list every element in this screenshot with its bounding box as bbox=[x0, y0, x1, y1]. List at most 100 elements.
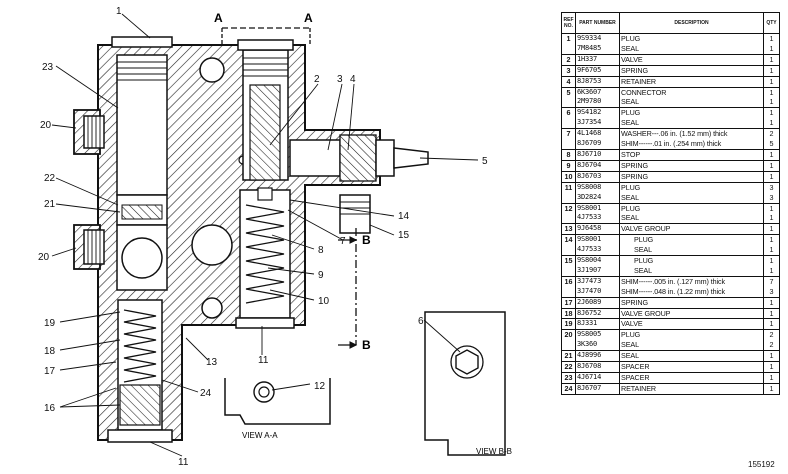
callout-6: 6 bbox=[418, 316, 424, 327]
description-cell: RETAINER bbox=[619, 382, 764, 395]
description-cell: CONNECTOR bbox=[619, 86, 764, 98]
description-cell: SEAL bbox=[619, 213, 764, 224]
ref-cell bbox=[561, 265, 576, 277]
part-number-cell: 4J6714 bbox=[575, 372, 620, 384]
description-cell: SEAL bbox=[619, 340, 764, 351]
description-cell: SEAL bbox=[619, 192, 764, 203]
part-number-cell: 8J6707 bbox=[575, 382, 620, 395]
qty-cell: 3 bbox=[763, 192, 780, 203]
view-a-a-sketch bbox=[224, 378, 331, 425]
description-cell: PLUG bbox=[619, 329, 764, 341]
callout-17: 17 bbox=[44, 366, 56, 377]
callout-4: 4 bbox=[350, 74, 356, 85]
description-cell: STOP bbox=[619, 148, 764, 161]
description-cell: SEAL bbox=[619, 43, 764, 55]
description-cell: SEAL bbox=[619, 97, 764, 108]
description-cell: PLUG bbox=[619, 107, 764, 119]
ref-cell bbox=[561, 192, 576, 203]
callout-1: 1 bbox=[116, 6, 122, 17]
qty-cell: 1 bbox=[763, 53, 780, 66]
ref-cell: 7 bbox=[561, 128, 576, 140]
ref-cell: 6 bbox=[561, 107, 576, 119]
part-number-cell: 8J8753 bbox=[575, 75, 620, 88]
qty-cell: 1 bbox=[763, 234, 780, 246]
callout-15: 15 bbox=[398, 230, 410, 241]
description-cell: SEAL bbox=[619, 350, 764, 362]
callout-11: 11 bbox=[178, 457, 189, 468]
ref-cell: 10 bbox=[561, 170, 576, 183]
qty-cell: 1 bbox=[763, 318, 780, 330]
part-number-cell: 7M8485 bbox=[575, 43, 620, 55]
description-cell: WASHER---.06 in. (1.52 mm) thick bbox=[619, 128, 764, 140]
ref-cell: 1 bbox=[561, 32, 576, 44]
description-cell: VALVE bbox=[619, 53, 764, 66]
part-number-cell: 9S8001 bbox=[575, 234, 620, 246]
part-number-cell: 4J7533 bbox=[575, 213, 620, 224]
description-cell: SPRING bbox=[619, 159, 764, 172]
col-part-number: PART NUMBER bbox=[575, 12, 620, 34]
ref-cell: 24 bbox=[561, 382, 576, 395]
part-number-cell: 9S9334 bbox=[575, 32, 620, 44]
qty-cell: 2 bbox=[763, 329, 780, 341]
qty-cell: 2 bbox=[763, 340, 780, 351]
ref-cell: 2 bbox=[561, 53, 576, 66]
qty-cell: 1 bbox=[763, 223, 780, 235]
qty-cell: 3 bbox=[763, 286, 780, 298]
part-number-cell: 4J8996 bbox=[575, 350, 620, 362]
part-number-cell: 2J6089 bbox=[575, 296, 620, 309]
col-qty: QTY bbox=[763, 12, 780, 34]
qty-cell: 1 bbox=[763, 118, 780, 129]
ref-cell bbox=[561, 97, 576, 108]
part-number-cell: 9S8004 bbox=[575, 255, 620, 266]
ref-cell bbox=[561, 139, 576, 150]
description-cell: SPRING bbox=[619, 64, 764, 77]
qty-cell: 1 bbox=[763, 245, 780, 256]
ref-cell bbox=[561, 213, 576, 224]
qty-cell: 1 bbox=[763, 265, 780, 277]
part-number-cell: 8J331 bbox=[575, 318, 620, 330]
description-cell: PLUG bbox=[619, 32, 764, 44]
ref-cell: 22 bbox=[561, 361, 576, 373]
description-cell: SPRING bbox=[619, 170, 764, 183]
qty-cell: 1 bbox=[763, 97, 780, 108]
ref-cell: 21 bbox=[561, 350, 576, 362]
ref-cell: 19 bbox=[561, 318, 576, 330]
part-number-cell: 3D2824 bbox=[575, 192, 620, 203]
ref-cell: 17 bbox=[561, 296, 576, 309]
description-cell: SPACER bbox=[619, 361, 764, 373]
callout-20: 20 bbox=[40, 120, 52, 131]
part-number-cell: 3J1907 bbox=[575, 265, 620, 277]
ref-cell: 3 bbox=[561, 64, 576, 77]
ref-cell: 18 bbox=[561, 307, 576, 319]
part-number-cell: 3K360 bbox=[575, 340, 620, 351]
part-number-cell: 6K3607 bbox=[575, 86, 620, 98]
part-number-cell: 9S8001 bbox=[575, 202, 620, 214]
description-cell: SHIM------.005 in. (.127 mm) thick bbox=[619, 275, 764, 287]
view-b-b-sketch bbox=[424, 311, 506, 456]
ref-cell: 5 bbox=[561, 86, 576, 98]
qty-cell: 1 bbox=[763, 43, 780, 55]
leader-lines bbox=[51, 13, 479, 457]
callout-7: 7 bbox=[340, 236, 346, 247]
ref-cell: 11 bbox=[561, 181, 576, 193]
qty-cell: 1 bbox=[763, 307, 780, 319]
qty-cell: 1 bbox=[763, 86, 780, 98]
description-cell: RETAINER bbox=[619, 75, 764, 88]
callout-23: 23 bbox=[42, 62, 54, 73]
ref-cell: 12 bbox=[561, 202, 576, 214]
col-ref-no: REF NO. bbox=[561, 12, 576, 34]
